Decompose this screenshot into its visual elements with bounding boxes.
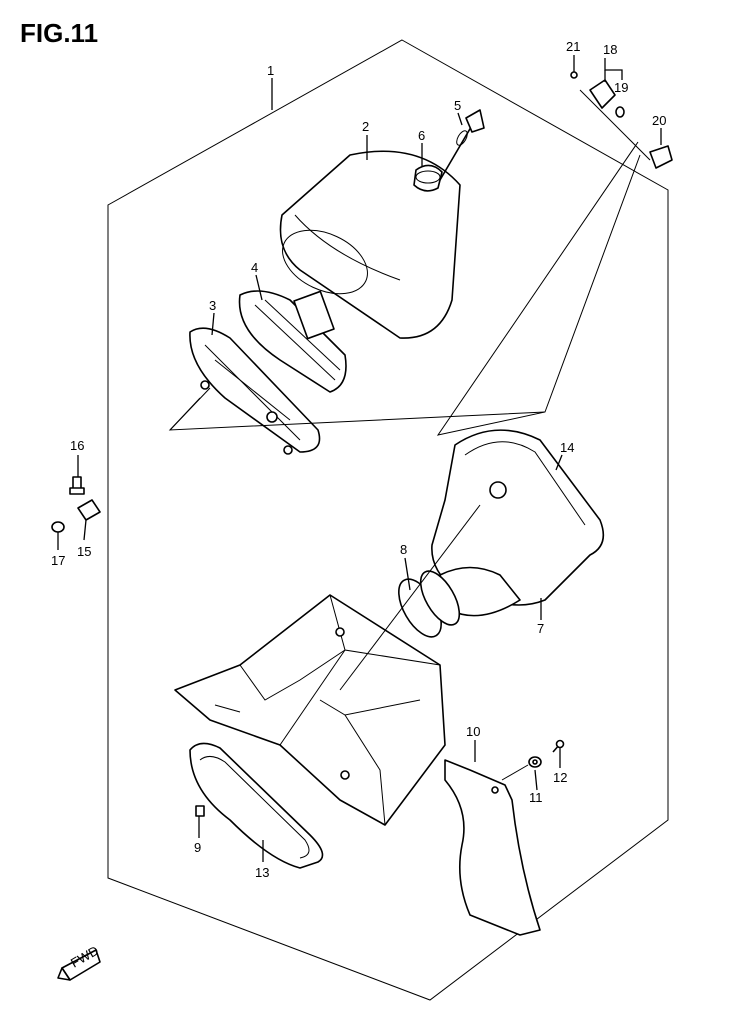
- washer-17: [51, 521, 65, 533]
- callout-6: 6: [418, 128, 425, 143]
- callout-19: 19: [614, 80, 628, 95]
- callout-18: 18: [603, 42, 617, 57]
- air-box-housing: [174, 594, 446, 826]
- assembly-boundary: [107, 39, 669, 1001]
- callout-17: 17: [51, 553, 65, 568]
- callout-1: 1: [267, 63, 274, 78]
- callout-2: 2: [362, 119, 369, 134]
- callout-7: 7: [537, 621, 544, 636]
- screw-12: [552, 739, 565, 753]
- hose-clamp: [398, 570, 461, 638]
- bolt-16: [69, 476, 85, 495]
- callout-14: 14: [560, 440, 574, 455]
- callout-5: 5: [454, 98, 461, 113]
- callout-10: 10: [466, 724, 480, 739]
- callout-3: 3: [209, 298, 216, 313]
- outlet-leader-lines: [436, 141, 641, 436]
- screw-21: [570, 71, 578, 79]
- callout-16: 16: [70, 438, 84, 453]
- wing-bolt: [439, 109, 485, 181]
- clip-nut-15: [77, 499, 101, 521]
- callout-8: 8: [400, 542, 407, 557]
- outlet-tube: [431, 429, 605, 617]
- figure-title: FIG.11: [20, 18, 99, 48]
- washer-11: [528, 756, 542, 768]
- intake-gasket: [189, 742, 324, 869]
- callout-15: 15: [77, 544, 91, 559]
- callout-13: 13: [255, 865, 269, 880]
- callout-20: 20: [652, 113, 666, 128]
- callout-4: 4: [251, 260, 258, 275]
- bracket-18: [589, 79, 616, 109]
- filter-holder: [238, 290, 347, 393]
- filter-collar: [413, 164, 443, 192]
- filter-cage-frame: [189, 327, 321, 455]
- grommet-9: [195, 805, 205, 817]
- air-filter-element: [279, 150, 461, 339]
- fwd-arrow: FWD: [57, 943, 101, 981]
- side-shield: [444, 759, 541, 936]
- callout-9: 9: [194, 840, 201, 855]
- plate-20: [649, 145, 673, 169]
- callout-11: 11: [529, 790, 543, 805]
- callout-12: 12: [553, 770, 567, 785]
- callout-21: 21: [566, 39, 580, 54]
- grommet-19: [615, 106, 625, 118]
